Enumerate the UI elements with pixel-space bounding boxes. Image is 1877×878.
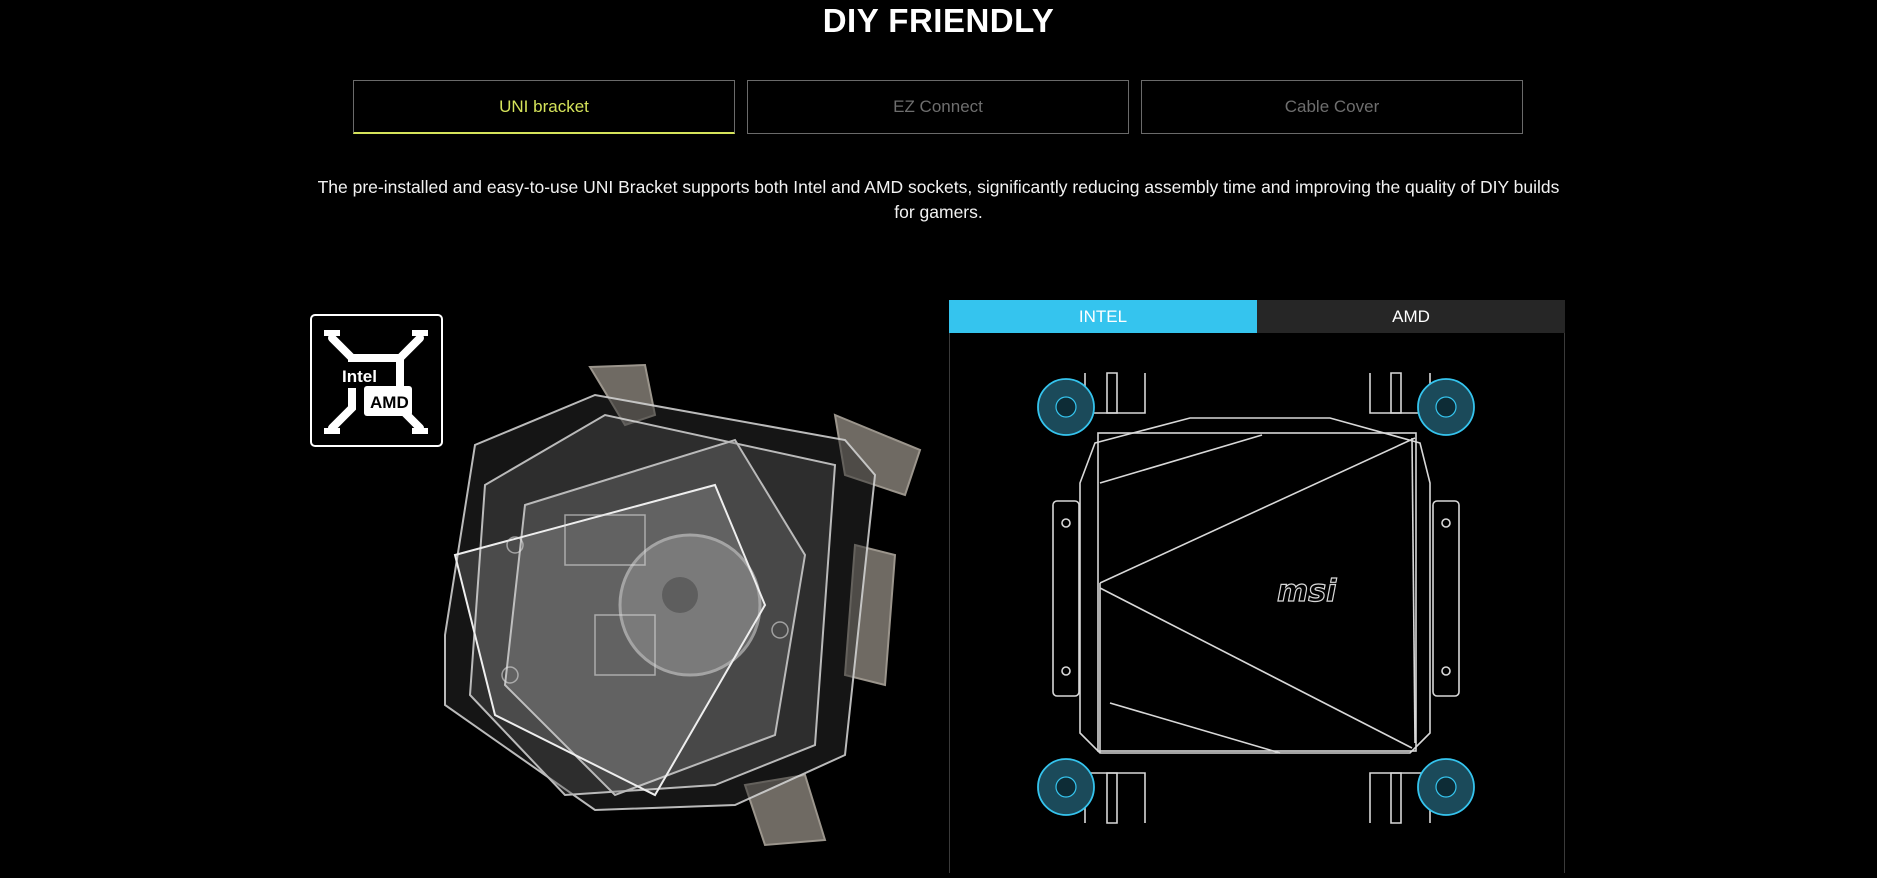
tab-cable-cover[interactable]: Cable Cover bbox=[1141, 80, 1523, 134]
cooler-product-image bbox=[415, 355, 935, 855]
section-title: DIY FRIENDLY bbox=[822, 2, 1055, 39]
feature-description: The pre-installed and easy-to-use UNI Br… bbox=[317, 177, 1560, 222]
feature-tabs: UNI bracket EZ Connect Cable Cover bbox=[353, 80, 1525, 136]
bracket-diagram: msi bbox=[949, 333, 1565, 873]
tab-intel[interactable]: INTEL bbox=[949, 300, 1257, 333]
uni-bracket-icon: Intel AMD bbox=[310, 314, 443, 447]
tab-uni-bracket[interactable]: UNI bracket bbox=[353, 80, 735, 134]
msi-logo-text: msi bbox=[1277, 574, 1337, 609]
badge-amd-label: AMD bbox=[370, 393, 409, 412]
socket-tabs: INTEL AMD bbox=[949, 300, 1565, 333]
badge-intel-label: Intel bbox=[342, 367, 377, 386]
tab-ez-connect[interactable]: EZ Connect bbox=[747, 80, 1129, 134]
tab-amd[interactable]: AMD bbox=[1257, 300, 1565, 333]
